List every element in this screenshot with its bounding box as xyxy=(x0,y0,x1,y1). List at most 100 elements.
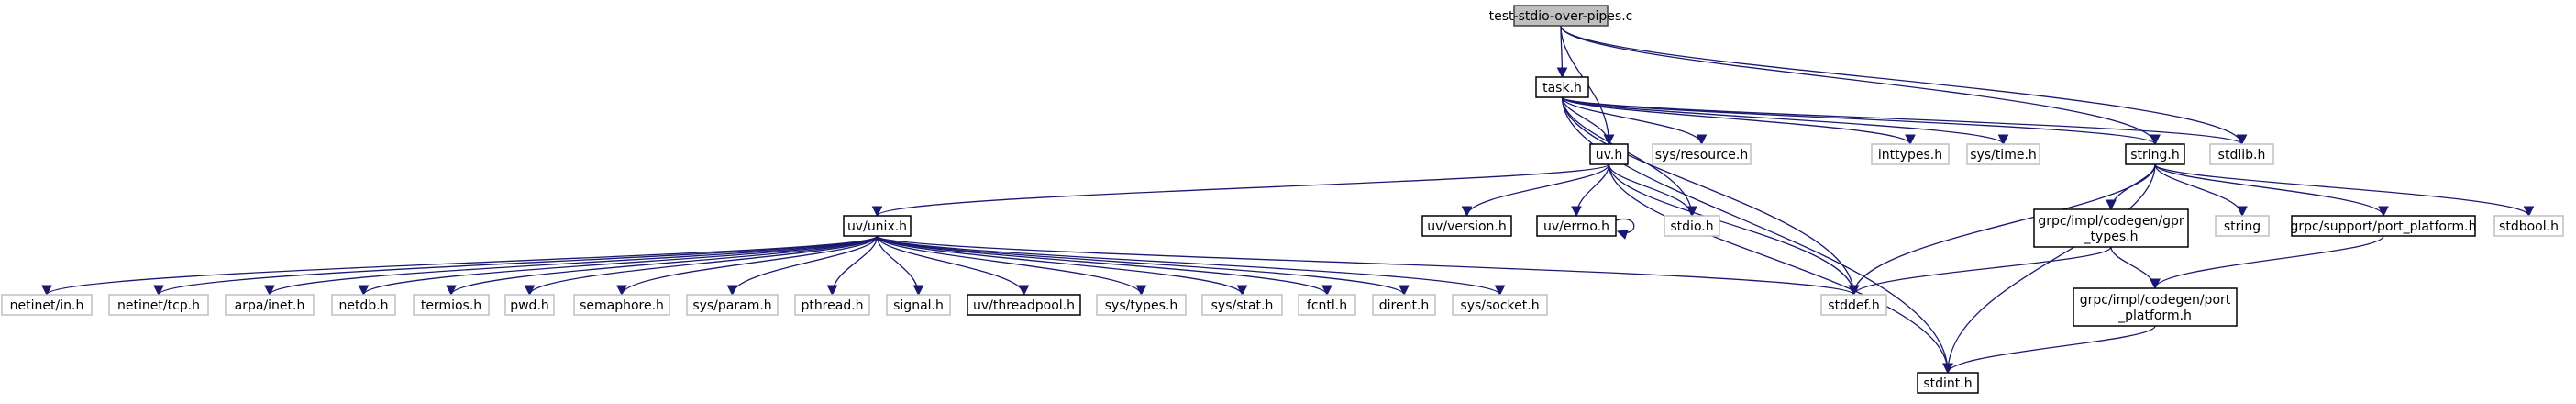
node-portplat[interactable]: grpc/support/port_platform.h xyxy=(2291,215,2477,237)
node-arpainet: arpa/inet.h xyxy=(225,294,315,316)
node-systime: sys/time.h xyxy=(1966,143,2040,165)
node-label-stdio: stdio.h xyxy=(1670,219,1713,234)
node-label-sysstat: sys/stat.h xyxy=(1211,298,1274,313)
node-box-dirent xyxy=(1372,294,1436,316)
nodes-layer: test-stdio-over-pipes.c task.h uv.h sys/res… xyxy=(1,5,2564,394)
node-box-uvversion xyxy=(1421,215,1512,237)
edge-root-to-string_h xyxy=(1560,25,2161,146)
node-systypes: sys/types.h xyxy=(1096,294,1187,316)
node-box-portplat2 xyxy=(2073,287,2238,327)
edge-portplat-to-portplat2 xyxy=(2150,235,2384,290)
edge-uvunix-to-systypes xyxy=(876,235,1147,297)
edge-uvunix-to-netdb xyxy=(358,235,879,297)
node-sysres: sys/resource.h xyxy=(1652,143,1752,165)
edge-uvunix-to-sysstat xyxy=(876,235,1248,297)
node-label-dirent: dirent.h xyxy=(1379,298,1430,313)
node-box-netdb xyxy=(331,294,396,316)
node-box-portplat xyxy=(2291,215,2476,237)
node-box-systypes xyxy=(1096,294,1187,316)
node-signal: signal.h xyxy=(886,294,951,316)
node-box-stringx xyxy=(2215,215,2270,237)
node-label-signal: signal.h xyxy=(893,298,944,313)
edge-portplat2-to-stdint xyxy=(1942,325,2156,375)
node-box-root xyxy=(1513,5,1609,27)
node-box-arpainet xyxy=(225,294,315,316)
edge-gprtypes-to-stddef xyxy=(1848,246,2112,297)
node-box-netinetin xyxy=(1,294,93,316)
node-uverrno[interactable]: uv/errno.h xyxy=(1536,215,1617,237)
node-label-portplat: grpc/support/port_platform.h xyxy=(2291,219,2477,234)
node-label-sysres: sys/resource.h xyxy=(1655,148,1748,163)
node-label-termios: termios.h xyxy=(421,298,481,313)
node-netdb: netdb.h xyxy=(331,294,396,316)
node-box-netinettcp xyxy=(108,294,209,316)
node-box-sysstat xyxy=(1201,294,1283,316)
node-label-stdint: stdint.h xyxy=(1923,376,1972,391)
node-box-fcntl xyxy=(1298,294,1356,316)
edge-task-to-stddef xyxy=(1561,96,1860,297)
edge-task-to-string_h xyxy=(1561,96,2161,146)
node-box-threadpool xyxy=(967,294,1081,316)
edge-string_h-to-stdint xyxy=(1942,163,2156,375)
node-box-gprtypes xyxy=(2033,208,2189,248)
node-stddef: stddef.h xyxy=(1820,294,1887,316)
node-root[interactable]: test-stdio-over-pipes.c xyxy=(1489,5,1633,27)
node-box-stdint xyxy=(1917,372,1979,394)
node-box-uv xyxy=(1589,143,1629,165)
node-gprtypes[interactable]: grpc/impl/codegen/gpr_types.h xyxy=(2033,208,2189,248)
node-box-semaphore xyxy=(573,294,670,316)
edge-uvunix-to-netinettcp xyxy=(153,235,879,297)
node-stdbool: stdbool.h xyxy=(2493,215,2564,237)
node-uvunix[interactable]: uv/unix.h xyxy=(843,215,912,237)
node-label-uvunix: uv/unix.h xyxy=(847,219,907,234)
edge-uvunix-to-signal xyxy=(876,235,924,297)
node-uvversion[interactable]: uv/version.h xyxy=(1421,215,1512,237)
node-box-syssocket xyxy=(1452,294,1548,316)
node-label-systime: sys/time.h xyxy=(1970,148,2037,163)
edge-task-to-uv xyxy=(1561,96,1615,146)
node-box-stdio xyxy=(1664,215,1720,237)
edge-uverrno-to-uverrno xyxy=(1615,218,1635,240)
node-label-stdlib: stdlib.h xyxy=(2218,148,2266,163)
node-stdint[interactable]: stdint.h xyxy=(1917,372,1979,394)
node-portplat2[interactable]: grpc/impl/codegen/port_platform.h xyxy=(2073,287,2238,327)
node-label-string_h: string.h xyxy=(2130,148,2180,163)
node-termios: termios.h xyxy=(413,294,490,316)
edge-root-to-stdlib xyxy=(1560,25,2248,146)
node-task[interactable]: task.h xyxy=(1535,76,1589,98)
edge-uvunix-to-pthread xyxy=(826,235,879,297)
edge-task-to-systime xyxy=(1561,96,2009,146)
node-label-threadpool: uv/threadpool.h xyxy=(973,298,1075,313)
edge-string_h-to-stringx xyxy=(2154,163,2248,218)
edge-uv-to-uvversion xyxy=(1461,163,1610,218)
node-stringx: string xyxy=(2215,215,2270,237)
node-box-uvunix xyxy=(843,215,912,237)
edge-uv-to-stddef xyxy=(1608,163,1860,297)
node-string_h[interactable]: string.h xyxy=(2125,143,2185,165)
node-label-arpainet: arpa/inet.h xyxy=(235,298,305,313)
node-label-syssocket: sys/socket.h xyxy=(1460,298,1539,313)
node-label-fcntl: fcntl.h xyxy=(1307,298,1347,313)
edge-uvunix-to-termios xyxy=(446,235,879,297)
node-box-pthread xyxy=(794,294,870,316)
edge-string_h-to-stdbool xyxy=(2154,163,2535,218)
node-fcntl: fcntl.h xyxy=(1298,294,1356,316)
node-semaphore: semaphore.h xyxy=(573,294,670,316)
edge-string_h-to-portplat xyxy=(2154,163,2389,218)
edge-gprtypes-to-portplat2 xyxy=(2110,246,2161,290)
edge-uvunix-to-syssocket xyxy=(876,235,1506,297)
node-label-semaphore: semaphore.h xyxy=(580,298,664,313)
node-label-gprtypes-0: grpc/impl/codegen/gpr xyxy=(2038,214,2184,229)
edge-uvunix-to-semaphore xyxy=(616,235,879,297)
node-label-stddef: stddef.h xyxy=(1828,298,1879,313)
edge-uvunix-to-dirent xyxy=(876,235,1410,297)
node-box-sysres xyxy=(1652,143,1752,165)
edge-uv-to-uvunix xyxy=(871,163,1610,218)
node-uv[interactable]: uv.h xyxy=(1589,143,1629,165)
node-box-stdlib xyxy=(2209,143,2274,165)
edge-uvunix-to-stddef xyxy=(876,235,1859,297)
node-pwd: pwd.h xyxy=(504,294,555,316)
node-threadpool[interactable]: uv/threadpool.h xyxy=(967,294,1081,316)
node-label-netinetin: netinet/in.h xyxy=(10,298,84,313)
